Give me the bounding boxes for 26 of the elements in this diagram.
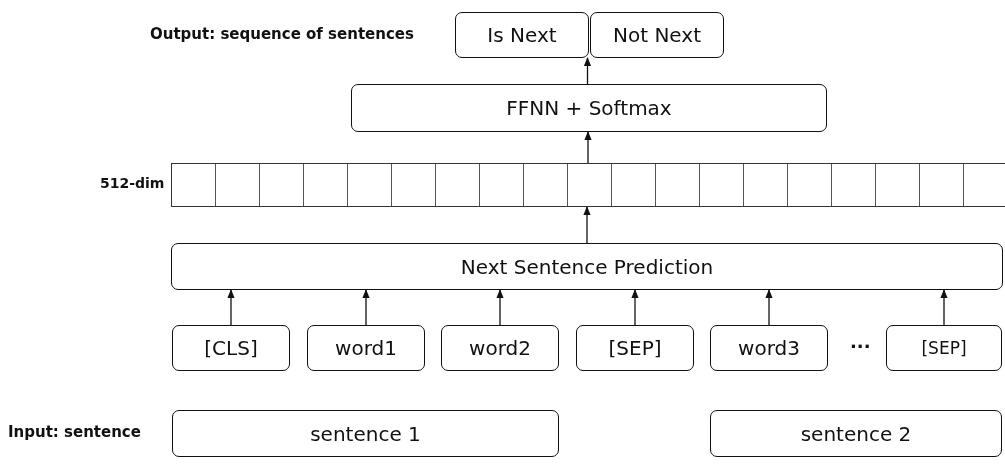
process-box: Is Next	[455, 12, 589, 58]
process-box: word2	[441, 325, 559, 371]
process-box: sentence 2	[710, 410, 1002, 457]
vector-bar	[171, 163, 1005, 207]
process-box: word1	[307, 325, 425, 371]
arrow	[496, 289, 504, 326]
arrow	[583, 206, 591, 244]
process-box: [SEP]	[576, 325, 694, 371]
process-box: Next Sentence Prediction	[171, 243, 1003, 290]
arrow	[765, 289, 773, 326]
dimension-label: 512-dim	[100, 175, 165, 192]
arrow	[583, 57, 592, 85]
input-label: Input: sentence	[8, 423, 141, 441]
arrow	[362, 289, 370, 326]
ellipsis: ···	[850, 336, 871, 358]
process-box: sentence 1	[172, 410, 559, 457]
arrow	[940, 289, 948, 326]
process-box: word3	[710, 325, 828, 371]
arrow	[227, 289, 235, 326]
process-box: [SEP]	[886, 325, 1002, 371]
process-box: FFNN + Softmax	[351, 84, 827, 132]
process-box: [CLS]	[172, 325, 290, 371]
process-box: Not Next	[590, 12, 724, 58]
output-label: Output: sequence of sentences	[150, 25, 414, 43]
arrow	[631, 289, 639, 326]
arrow	[584, 131, 592, 164]
